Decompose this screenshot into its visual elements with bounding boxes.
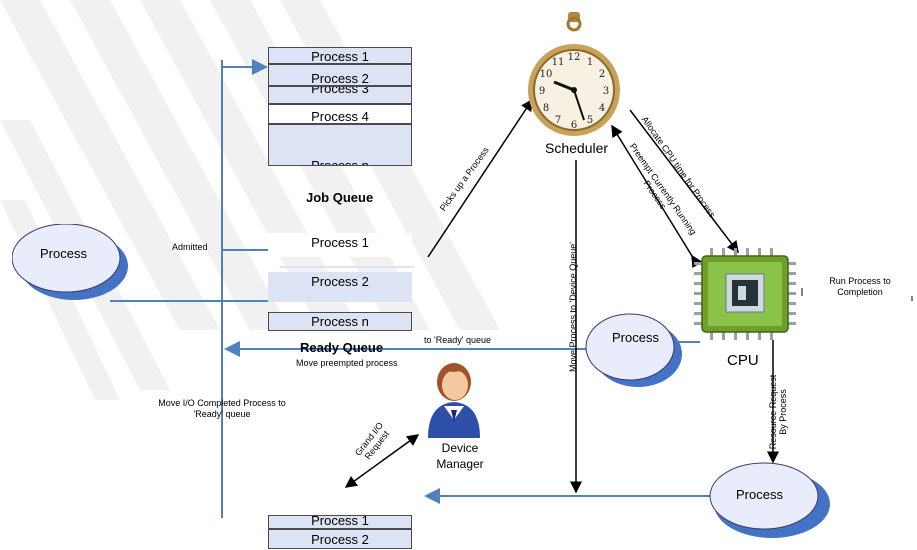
svg-text:5: 5: [587, 115, 593, 126]
svg-text:6: 6: [571, 120, 577, 131]
move-device-label: Move Process to 'Device Queue': [568, 242, 578, 372]
svg-text:9: 9: [539, 86, 545, 97]
admitted-label: Admitted: [172, 242, 208, 252]
svg-text:8: 8: [543, 103, 549, 114]
job-queue-item: Process 3: [268, 86, 412, 104]
run-process-label: Run Process to Completion: [829, 276, 891, 297]
device-queue-item: Process 2: [268, 529, 412, 549]
scheduler-label: Scheduler: [545, 140, 609, 156]
ready-queue-item: Process 1: [268, 233, 412, 257]
move-preempted-label: Move preempted process: [296, 358, 398, 368]
svg-text:7: 7: [555, 115, 561, 126]
cpu-icon: [694, 248, 796, 340]
ready-queue-item: Process 2: [268, 272, 412, 302]
process-left-label: Process: [40, 246, 87, 261]
svg-text:12: 12: [568, 52, 581, 63]
to-ready-label: to 'Ready' queue: [424, 335, 491, 345]
process-mid-node: [585, 313, 682, 387]
svg-text:1: 1: [587, 57, 593, 68]
ready-queue-title: Ready Queue: [300, 340, 384, 355]
job-queue-item: Process 4: [268, 104, 412, 124]
svg-text:2: 2: [599, 69, 605, 80]
job-queue-title: Job Queue: [306, 190, 374, 205]
process-bottom-label: Process: [736, 487, 783, 502]
device-queue-item: Process 1: [268, 514, 412, 529]
device-manager-label: Device Manager: [436, 441, 484, 471]
person-icon: [428, 363, 480, 438]
svg-text:11: 11: [552, 57, 565, 68]
job-queue-item: Process 1: [268, 47, 412, 64]
process-left-node: [12, 224, 128, 300]
job-queue-item: Process n: [268, 124, 412, 166]
job-queue-item: Process 2: [268, 64, 412, 86]
cpu-label: CPU: [727, 352, 759, 369]
svg-text:4: 4: [599, 103, 605, 114]
process-mid-label: Process: [612, 330, 659, 345]
resource-request-label: Resource Request By Process: [768, 374, 788, 450]
svg-text:10: 10: [540, 69, 553, 80]
process-bottom-node: [709, 462, 830, 538]
svg-text:3: 3: [603, 86, 609, 97]
ready-queue-divider: [280, 266, 414, 268]
ready-queue-item: Process n: [268, 312, 412, 331]
move-io-label: Move I/O Completed Process to 'Ready' qu…: [158, 398, 286, 419]
